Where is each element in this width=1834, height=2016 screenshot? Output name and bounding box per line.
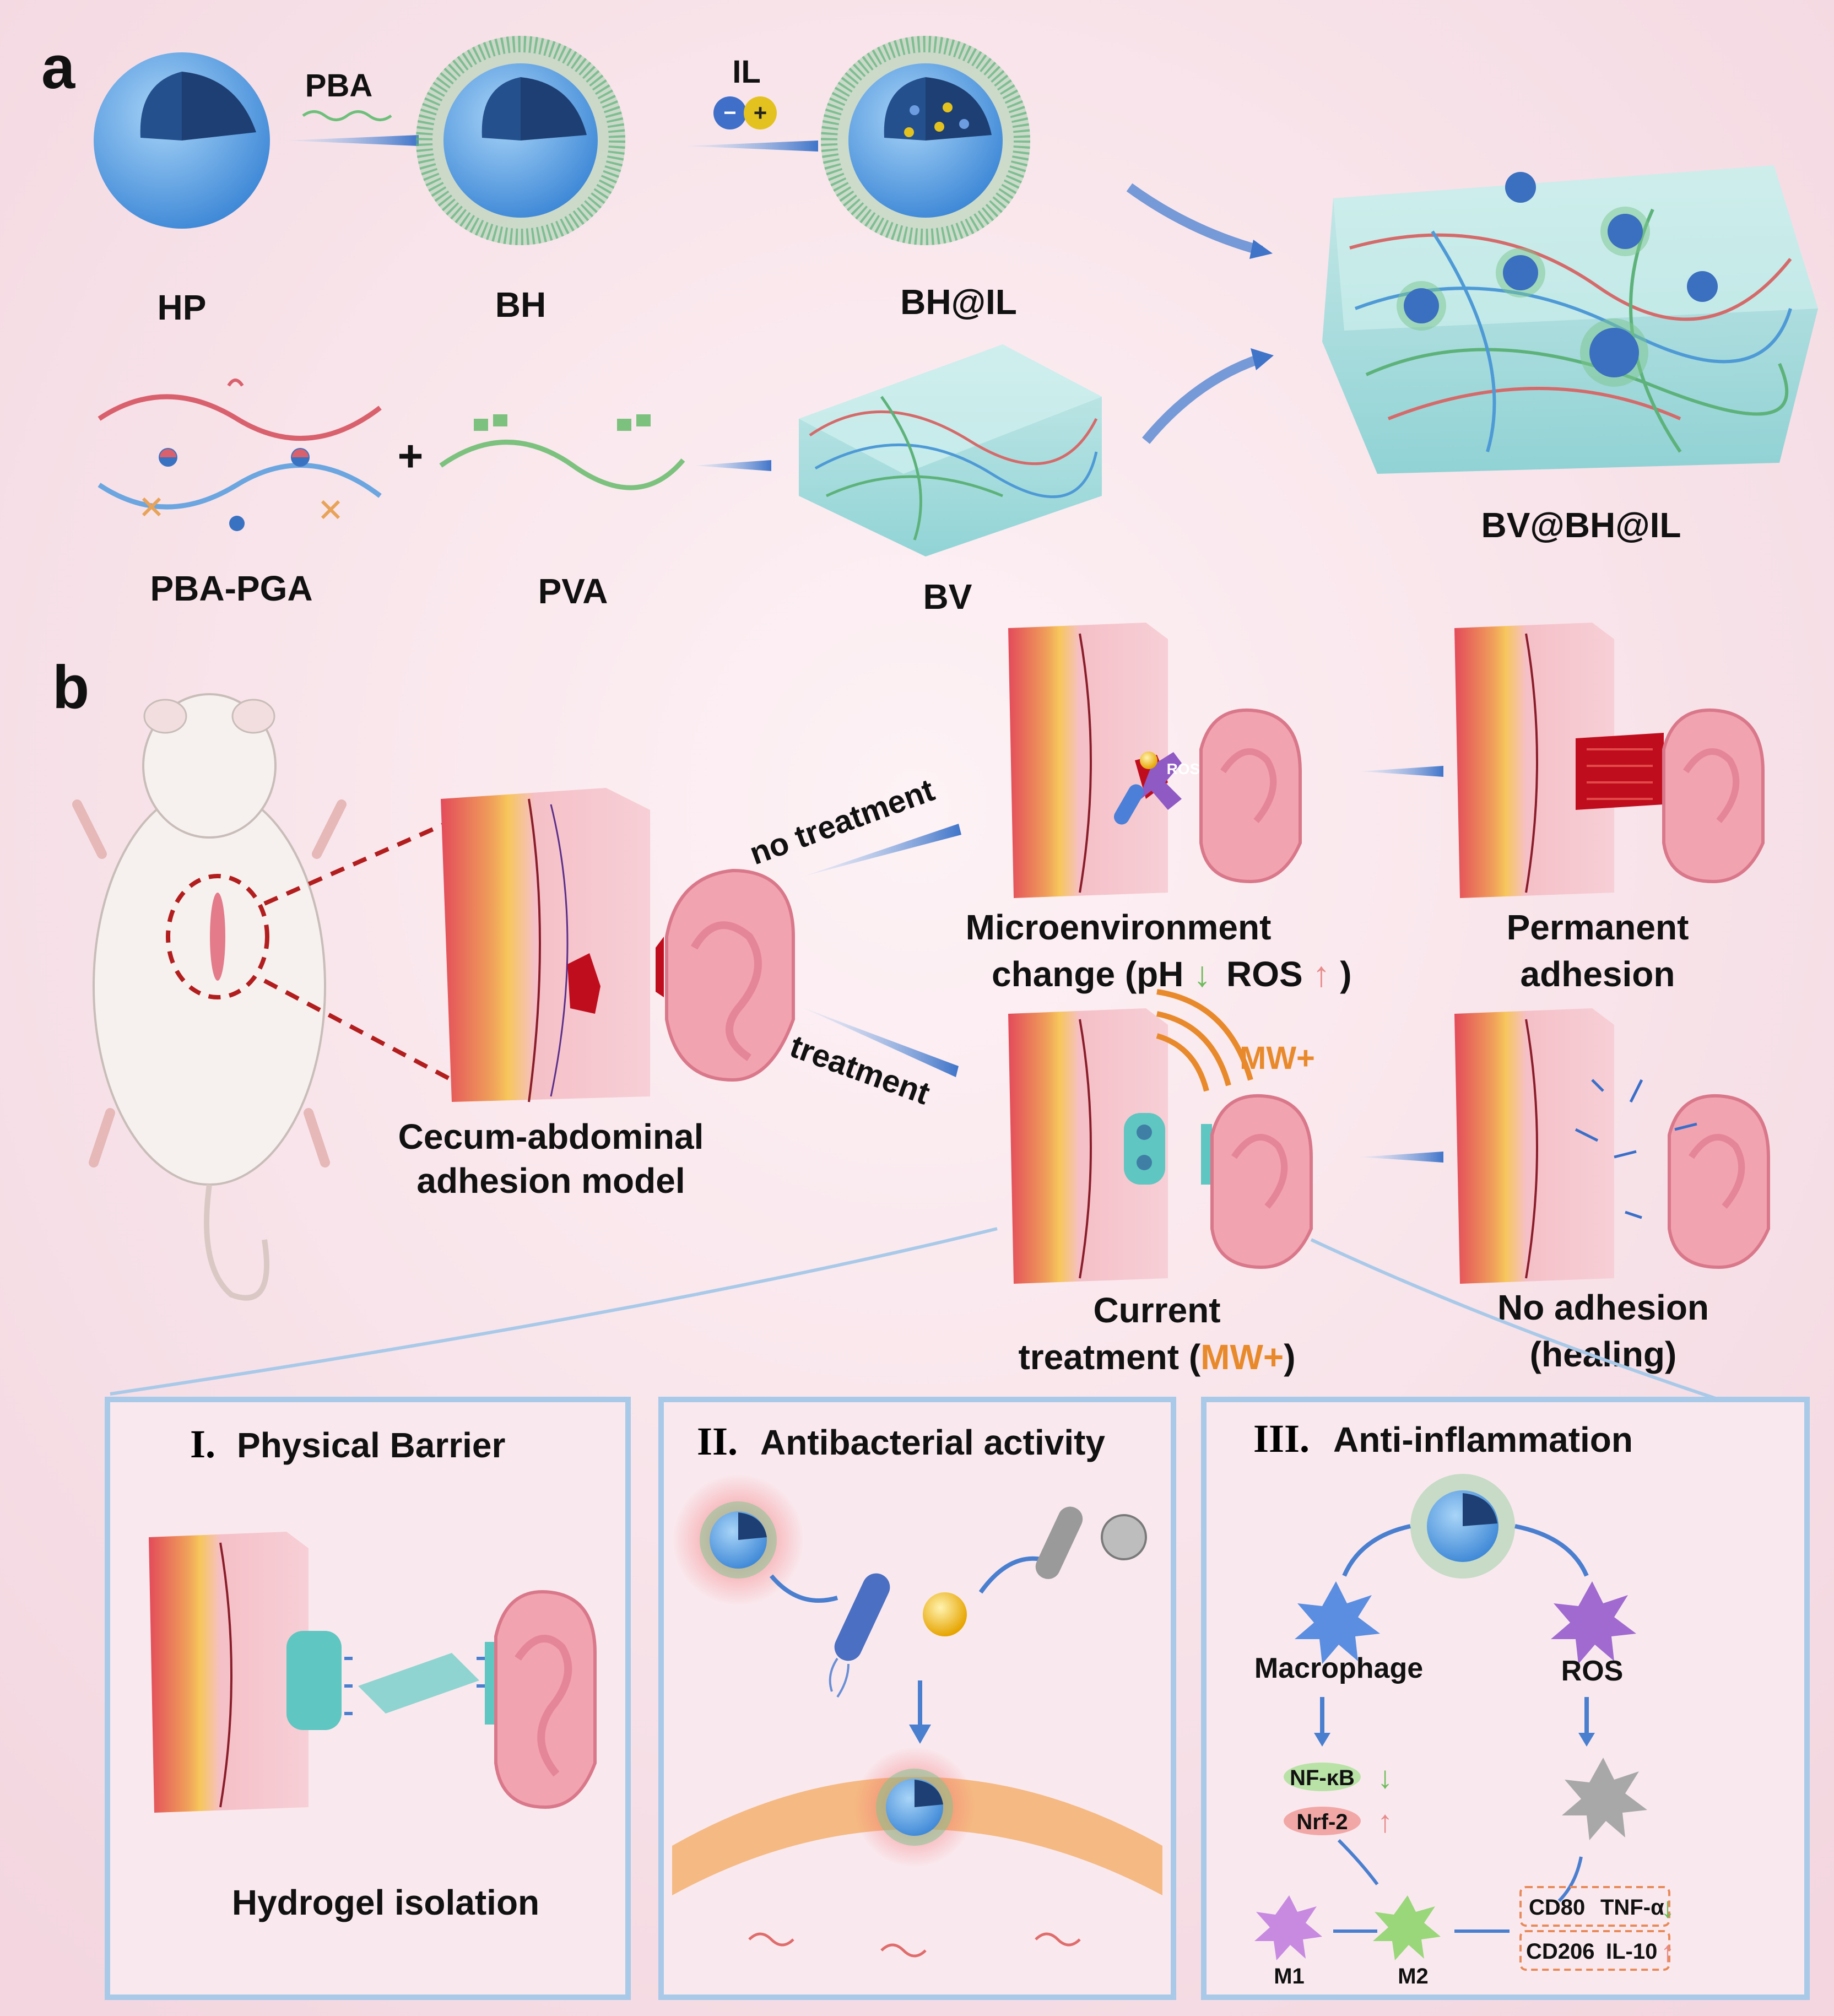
pva-polymer	[439, 414, 685, 490]
box1-numeral: I.	[190, 1422, 215, 1466]
box2-title: Antibacterial activity	[760, 1423, 1105, 1462]
pba-arrow	[286, 110, 419, 146]
pba-pga-polymer	[98, 379, 382, 531]
microenvironment-scene: ROS	[1008, 623, 1302, 898]
no-treatment-arrow	[804, 824, 961, 876]
box-anti-inflammation	[1201, 1397, 1810, 2000]
micro-line2-a: change (pH	[992, 954, 1183, 994]
treatment-arrow	[804, 1008, 959, 1077]
mouse-illustration	[72, 693, 347, 1301]
pba-arrow-label: PBA	[305, 68, 372, 104]
panel-a-letter: a	[41, 34, 75, 101]
bh-nanoparticle	[416, 36, 625, 245]
no-adhesion-scene	[1454, 1008, 1770, 1284]
bv-bh-il-label: BV@BH@IL	[1481, 505, 1681, 545]
il10-label: IL-10	[1606, 1939, 1657, 1964]
box1-barrier-illustration	[149, 1532, 597, 1813]
zoom-line-bottom	[263, 979, 453, 1082]
cecum-model	[656, 868, 795, 1082]
il-arrow: − +	[686, 96, 818, 152]
svg-text:+: +	[754, 100, 767, 126]
bh-label: BH	[495, 285, 546, 325]
micro-label-line1: Microenvironment	[966, 907, 1272, 947]
connector-left	[110, 1227, 998, 1396]
box2-antibacterial-illustration	[672, 1474, 1162, 1958]
nfkb-down-arrow: ↓	[1377, 1760, 1393, 1795]
arrow-to-bv	[694, 460, 771, 471]
pba-pga-label: PBA-PGA	[150, 569, 312, 608]
m2-markers-up-arrow: ↑	[1660, 1936, 1675, 1968]
model-label-line1: Cecum-abdominal	[398, 1117, 704, 1156]
box3-pathway-illustration	[1254, 1474, 1670, 1971]
panel-b-letter: b	[52, 653, 89, 721]
adhesion-model-tissue	[441, 788, 650, 1102]
arrow-to-permanent	[1361, 766, 1443, 777]
current-label-line1: Current	[1093, 1290, 1220, 1330]
current-line2-c: )	[1284, 1337, 1295, 1377]
current-label-line2: treatment (MW+)	[1018, 1337, 1295, 1377]
ros-up-arrow: ↑	[1313, 954, 1330, 994]
bh-il-label: BH@IL	[900, 282, 1017, 322]
hp-label: HP	[158, 288, 207, 327]
micro-line2-b: ROS	[1226, 954, 1303, 994]
permanent-label-line2: adhesion	[1521, 954, 1675, 994]
box3-title: Anti-inflammation	[1333, 1420, 1633, 1460]
no-adhesion-label-line1: No adhesion	[1497, 1288, 1709, 1327]
bh-il-nanoparticle	[821, 36, 1030, 245]
tnfa-label: TNF-α	[1600, 1895, 1664, 1920]
zoom-line-top	[263, 819, 453, 906]
nrf2-label: Nrf-2	[1296, 1810, 1348, 1834]
m1-markers-down-arrow: ↓	[1660, 1892, 1675, 1924]
box1-caption: Hydrogel isolation	[232, 1883, 539, 1922]
nfkb-label: NF-κB	[1290, 1766, 1355, 1790]
mw-label: MW+	[1240, 1040, 1315, 1076]
plus-sign: +	[398, 431, 424, 480]
bv-hydrogel	[799, 344, 1102, 556]
arrowhead-2	[1251, 348, 1274, 370]
hp-nanoparticle	[94, 52, 270, 229]
ros-box-label: ROS	[1561, 1655, 1624, 1687]
nrf2-up-arrow: ↑	[1377, 1804, 1393, 1839]
model-label-line2: adhesion model	[416, 1161, 685, 1201]
arrow-bv-to-composite	[1142, 353, 1263, 444]
il-arrow-label: IL	[732, 54, 761, 90]
bv-bh-il-hydrogel	[1322, 165, 1818, 474]
bv-label: BV	[923, 577, 972, 617]
m1-label: M1	[1274, 1964, 1305, 1988]
arrow-to-healing	[1361, 1152, 1443, 1163]
box2-numeral: II.	[697, 1419, 738, 1463]
cd206-label: CD206	[1526, 1939, 1595, 1964]
current-line2-a: treatment (	[1018, 1337, 1200, 1377]
micro-line2-c: )	[1340, 954, 1351, 994]
pva-label: PVA	[538, 571, 608, 611]
cd80-label: CD80	[1529, 1895, 1585, 1920]
permanent-label-line1: Permanent	[1507, 907, 1689, 947]
arrow-bhil-to-composite	[1126, 183, 1263, 256]
permanent-adhesion-scene	[1454, 623, 1765, 898]
box3-numeral: III.	[1253, 1417, 1310, 1461]
current-treatment-scene	[1008, 989, 1313, 1284]
svg-text:−: −	[723, 101, 736, 125]
macrophage-label: Macrophage	[1254, 1652, 1423, 1684]
m2-label: M2	[1398, 1964, 1429, 1988]
micro-label-line2: change (pH ↓ ROS ↑ )	[992, 954, 1352, 994]
ph-down-arrow: ↓	[1193, 954, 1211, 994]
ros-tag: ROS	[1167, 760, 1200, 777]
box1-title: Physical Barrier	[237, 1425, 505, 1465]
arrowhead-1	[1249, 240, 1273, 259]
current-line2-b: MW+	[1200, 1337, 1284, 1377]
connector-right	[1310, 1238, 1719, 1401]
